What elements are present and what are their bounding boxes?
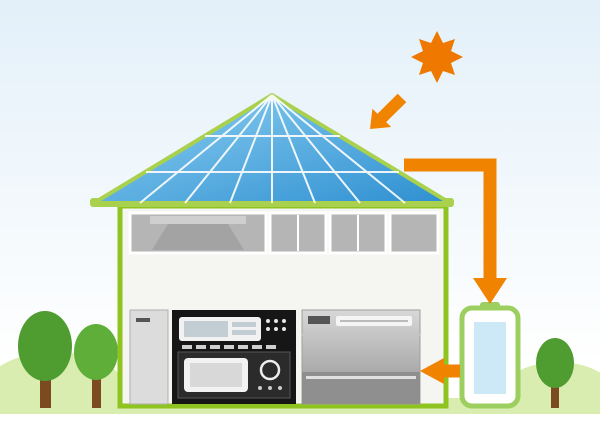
refrigerator-handle [136,318,150,322]
display-readout [232,322,256,327]
washer-unit [301,309,421,405]
second-floor-windows [128,211,440,255]
right-bush-mound [500,362,600,429]
black-appliance-unit [172,310,296,404]
display-readout [232,330,256,335]
tree-trunk [551,384,559,408]
washer-control [308,316,330,324]
microwave-dial [259,359,281,381]
tree-left [18,311,72,408]
button-dot [274,327,278,331]
foreground-white-strip [0,414,600,429]
button-dot [278,386,282,390]
display-screen [184,321,228,337]
grid-line [271,94,316,204]
button-key [210,345,220,349]
button-key [238,345,248,349]
button-key [182,345,192,349]
grid-line [184,94,273,204]
arrow-battery-to-house-head-icon [420,358,444,384]
vent-hood-bar [150,216,246,224]
button-dot [266,327,270,331]
button-dot [274,319,278,323]
storage-battery [459,302,521,409]
microwave-window-inner [190,363,242,387]
button-key [196,345,206,349]
grid-line [229,94,273,204]
arrow-roof-to-battery-line [404,158,497,280]
refrigerator [129,309,169,405]
house [117,203,449,409]
tree-foliage [74,324,118,380]
tree-foliage [18,311,72,381]
window-pane [388,211,440,255]
washer-slot-line [340,320,408,322]
tree-right-small [536,338,574,408]
solar-panel-roof [90,93,454,207]
trees [18,311,574,408]
button-dot [282,327,286,331]
solar-panel-grid [139,94,406,204]
sun-core [423,43,451,71]
button-dot [282,319,286,323]
arrow-roof-to-battery-head-icon [473,278,507,304]
button-key [224,345,234,349]
washer-band-highlight [306,376,416,379]
sun-icon [411,31,463,83]
vent-hood [152,224,244,250]
energy-flow-arrows [370,93,507,384]
washer-seam [302,334,420,336]
button-key [266,345,276,349]
grid-line [139,94,273,204]
grid-line [271,94,361,204]
tree-middle [74,324,118,408]
button-dot [258,386,262,390]
button-row [182,345,276,349]
button-dot [268,386,272,390]
grid-line [271,94,406,204]
battery-cell [474,322,506,394]
tree-trunk [92,378,101,408]
tree-trunk [40,366,51,408]
arrow-sun-to-roof-icon [370,93,407,129]
control-buttons [266,319,286,331]
button-key [252,345,262,349]
microwave-buttons [258,386,282,390]
tree-foliage [536,338,574,388]
appliances [129,309,421,405]
button-dot [266,319,270,323]
